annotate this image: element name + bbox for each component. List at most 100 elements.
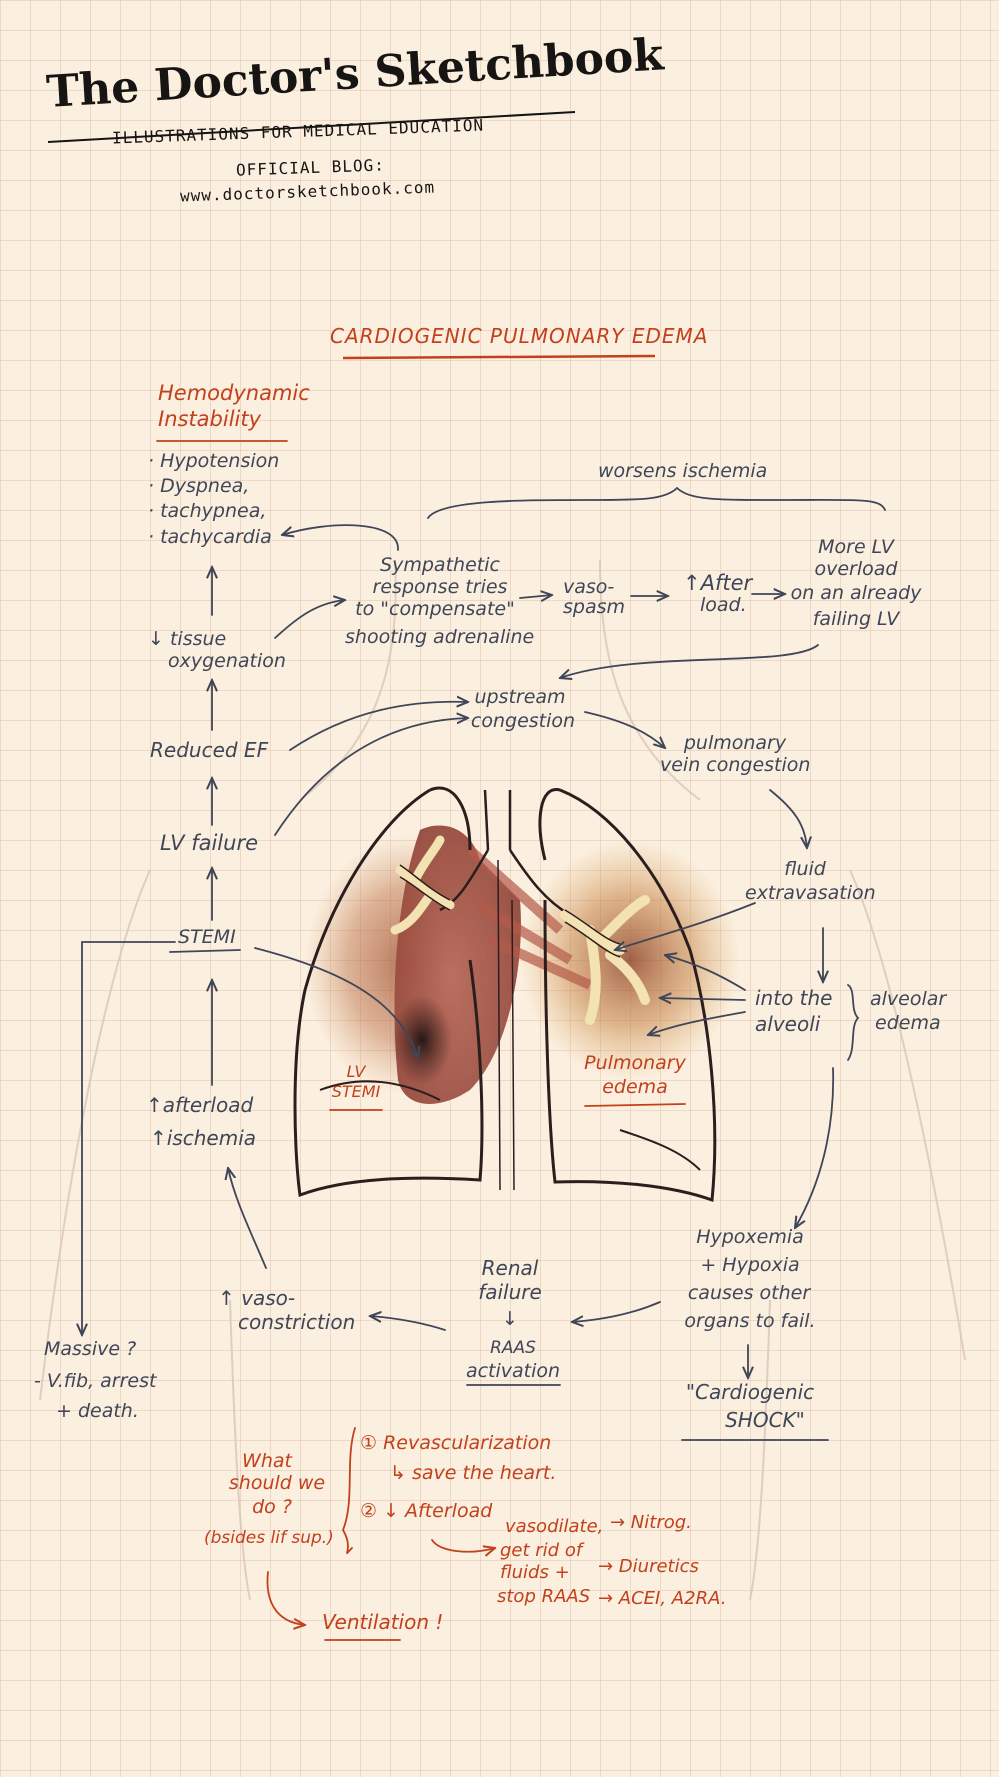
hemodynamic-title-2: Instability — [158, 407, 262, 431]
arrow-sympathetic-to-vasospasm — [519, 595, 552, 598]
get-rid-1: get rid of — [500, 1540, 583, 1561]
tachypnea-label: · tachypnea, — [148, 500, 267, 522]
tissue-2: oxygenation — [168, 650, 286, 672]
tissue-1: ↓ tissue — [148, 628, 227, 650]
afterload-isch-1: ↑afterload — [146, 1093, 254, 1117]
massive-1: Massive ? — [44, 1338, 137, 1360]
renal-arrow: ↓ — [502, 1308, 518, 1330]
alveoli-2: alveoli — [755, 1012, 821, 1036]
massive-3: + death. — [56, 1400, 139, 1422]
after-load-2: load. — [700, 594, 747, 616]
stemi-label: STEMI — [178, 926, 236, 948]
vasoconstriction-2: constriction — [238, 1310, 356, 1334]
arrow-alveoli-to-lungs-3 — [648, 1011, 746, 1035]
question-2: should we — [228, 1472, 326, 1494]
afterload-isch-2: ↑ischemia — [150, 1126, 257, 1150]
arrow-lv-failure-to-upstream — [274, 718, 468, 836]
vasospasm-1: vaso- — [563, 576, 615, 598]
more-lv-4: failing LV — [812, 608, 900, 630]
title-underline — [342, 354, 656, 360]
alveoli-1: into the — [755, 986, 833, 1010]
hypoxemia-2: + Hypoxia — [700, 1254, 800, 1276]
arrow-reduced-ef-to-upstream — [289, 702, 468, 751]
more-lv-2: overload — [814, 558, 898, 580]
lv-failure-label: LV failure — [160, 831, 259, 855]
arrow-afterload-branch — [431, 1539, 495, 1552]
hemodynamic-title-1: Hemodynamic — [158, 381, 310, 405]
after-load-1: ↑After — [683, 571, 753, 595]
lv-stemi-2: STEMI — [331, 1082, 381, 1101]
arrow-upstream-to-pulm-vein — [584, 711, 665, 748]
page-title: CARDIOGENIC PULMONARY EDEMA — [330, 324, 709, 348]
arrow-fluid-to-lungs — [615, 902, 756, 950]
step1-label: ① Revascularization — [360, 1432, 552, 1454]
pulm-edema-underline — [584, 1103, 686, 1107]
upstream-1: upstream — [474, 686, 566, 708]
reduced-ef-label: Reduced EF — [150, 738, 269, 762]
arrow-pulm-vein-to-fluid — [769, 789, 807, 848]
ventilation-label: Ventilation ! — [322, 1610, 444, 1634]
step2-label: ② ↓ Afterload — [360, 1500, 493, 1522]
shock-1: "Cardiogenic — [685, 1380, 815, 1404]
sympathetic-4: shooting adrenaline — [345, 626, 535, 648]
sympathetic-2: response tries — [372, 576, 508, 598]
renal-2: failure — [478, 1280, 542, 1304]
question-3: do ? — [252, 1496, 292, 1518]
pulm-vein-2: vein congestion — [660, 754, 811, 776]
worsens-ischemia-brace — [427, 486, 886, 519]
brand-underline — [47, 111, 576, 143]
hypoxemia-4: organs to fail. — [684, 1310, 816, 1332]
vasodilate-label: vasodilate, — [505, 1516, 604, 1537]
arrow-more-lv-to-upstream — [560, 644, 819, 678]
arrow-renal-to-vaso — [370, 1316, 446, 1331]
pulm-edema-2: edema — [602, 1076, 668, 1098]
arrow-stemi-to-heart — [254, 947, 418, 1058]
tachycardia-label: · tachycardia — [148, 526, 272, 548]
upstream-2: congestion — [470, 710, 576, 732]
hypoxemia-1: Hypoxemia — [696, 1226, 804, 1248]
treatment-brace — [341, 1427, 356, 1554]
get-rid-2: fluids + — [500, 1562, 570, 1583]
step1-sub: ↳ save the heart. — [390, 1462, 557, 1484]
alveolar-brace — [847, 984, 860, 1061]
body-outline — [39, 559, 966, 1601]
dyspnea-label: · Dyspnea, — [148, 475, 250, 497]
vasospasm-2: spasm — [563, 596, 626, 618]
alveolar-edema-2: edema — [875, 1012, 941, 1034]
hypotension-label: · Hypotension — [148, 450, 280, 472]
more-lv-1: More LV — [818, 536, 894, 558]
lungs-illustration — [293, 786, 740, 1203]
line-stemi-to-massive — [82, 941, 176, 1335]
vasoconstriction-1: ↑ vaso- — [218, 1286, 296, 1310]
sympathetic-3: to "compensate" — [355, 598, 515, 620]
arrow-tissue-to-sympathetic — [274, 600, 345, 639]
raas-2: activation — [465, 1360, 561, 1382]
hypoxemia-3: causes other — [687, 1282, 811, 1304]
stop-raas: stop RAAS — [497, 1586, 591, 1607]
lv-stemi-1: LV — [346, 1062, 366, 1081]
nitro-label: → Nitrog. — [610, 1512, 692, 1533]
arrow-alveoli-to-lungs-1 — [665, 955, 746, 991]
fluid-2: extravasation — [745, 882, 876, 904]
more-lv-3: on an already — [790, 582, 922, 604]
question-4: (bsides lif sup.) — [204, 1528, 334, 1548]
arrow-alveoli-to-hypoxemia — [795, 1067, 835, 1228]
arrow-sympathetic-to-hemodynamic — [282, 524, 399, 551]
worsens-ischemia-label: worsens ischemia — [598, 460, 768, 482]
diuretics-label: → Diuretics — [598, 1556, 699, 1577]
alveolar-edema-1: alveolar — [870, 988, 947, 1010]
massive-2: - V.fib, arrest — [34, 1370, 157, 1392]
arrow-vaso-to-afterload-isch — [228, 1168, 267, 1269]
arrow-hypoxemia-to-renal — [572, 1301, 661, 1322]
pulm-edema-1: Pulmonary — [584, 1052, 686, 1074]
fluid-1: fluid — [784, 858, 826, 880]
arrow-alveoli-to-lungs-2 — [660, 998, 746, 1000]
question-1: What — [242, 1450, 292, 1472]
renal-1: Renal — [481, 1256, 539, 1280]
sympathetic-1: Sympathetic — [380, 554, 500, 576]
pulm-vein-1: pulmonary — [683, 732, 787, 754]
arrow-question-to-ventilation — [266, 1571, 305, 1625]
stemi-underline — [169, 949, 241, 953]
shock-2: SHOCK" — [725, 1408, 805, 1432]
